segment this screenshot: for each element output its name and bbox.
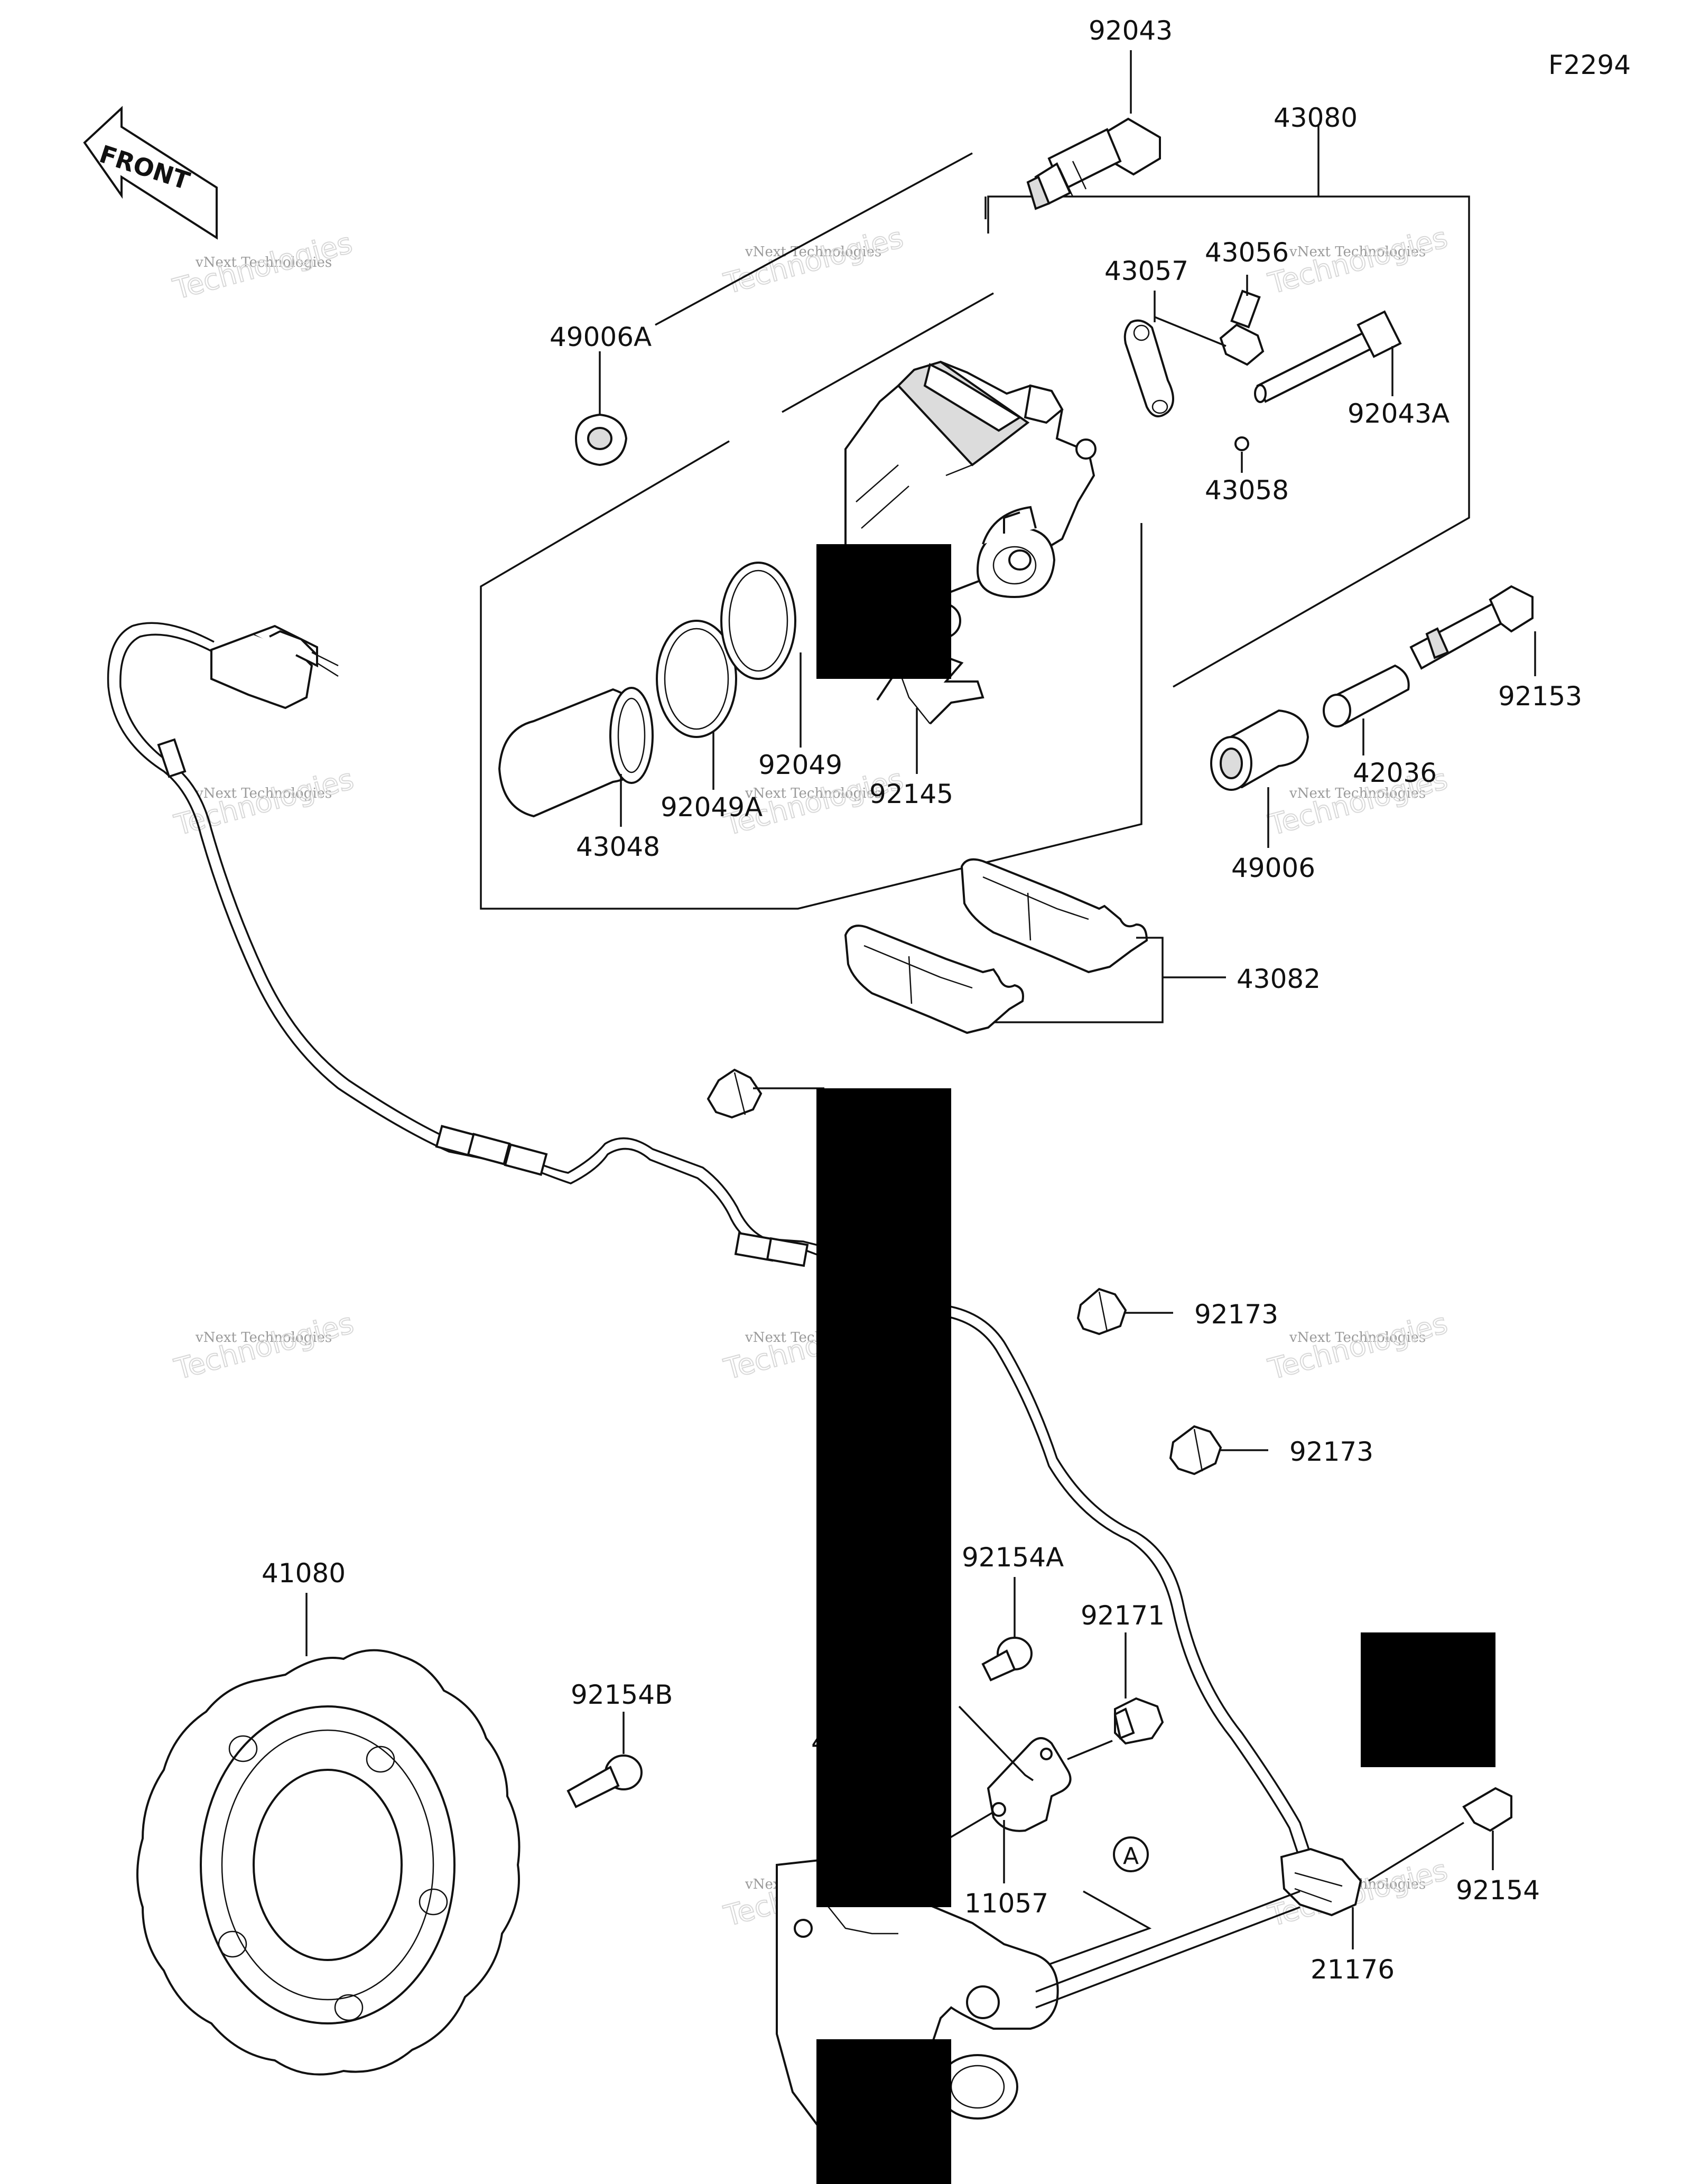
bolt-92043 [1026,117,1161,210]
seal-92049A [656,620,737,738]
figure-code: F2294 [1548,50,1631,80]
label-92153: 92153 [1498,681,1582,712]
label-43056: 43056 [1205,237,1289,268]
label-92049: 92049 [758,750,842,780]
clamp-92173-b [1169,1425,1268,1476]
bolt-92154B [566,1754,643,1808]
cap-43057 [1123,319,1174,417]
watermark-outline: Technologies [171,1306,357,1386]
watermark-outline: Technologies [720,221,906,301]
watermark-text: vNext Technologies [1289,244,1426,260]
watermark-outline: Technologies [1265,221,1451,301]
watermark-text: vNext Technologies [1289,786,1426,801]
label-92043A: 92043A [1348,398,1450,429]
redaction-block [816,2039,951,2184]
label-92154A: 92154A [962,1542,1064,1573]
label-49006: 49006 [1231,853,1315,883]
ring-43058 [1234,436,1249,451]
label-43048: 43048 [576,832,660,862]
clamp-92173-a [1076,1287,1173,1336]
watermark-text: vNext Technologies [195,1330,332,1346]
circle-marker-a-bottom: A [1046,1836,1152,1966]
caliper-assembly-outline [480,152,1470,910]
bolt-92154A [981,1637,1033,1682]
piston-43048 [498,687,654,818]
abs-sensor-21176 [1280,1847,1362,1917]
label-49006A: 49006A [550,322,652,352]
redaction-block [816,1088,951,1907]
brake-pads-43082 [844,858,1226,1034]
seal-92049 [720,562,796,680]
watermark-text: vNext Technologies [745,786,881,801]
brake-caliper-body [844,360,1097,599]
bleeder-screw-43056 [1219,290,1265,366]
label-92145: 92145 [869,779,953,809]
bolt-92154 [1368,1787,1512,1882]
leader-lines [305,50,1536,1949]
bracket-leader-lines [958,1705,1034,1781]
label-92173-a: 92173 [1194,1299,1278,1330]
part-labels: 92043 43080 43057 43056 49006A 92043A 43… [262,15,1582,1985]
abs-sensor-wire [107,622,1312,1860]
pin-92043A [1254,310,1402,403]
sleeve-42036 [1323,664,1410,727]
watermark-text: vNext Technologies [745,244,881,260]
label-43058: 43058 [1205,475,1289,506]
clamp-92171 [1113,1697,1164,1745]
watermark-text: vNext Technologies [195,786,332,801]
label-92154: 92154 [1456,1875,1540,1906]
label-92171: 92171 [1081,1600,1165,1631]
label-92154B: 92154B [571,1679,673,1710]
connector-icon [210,624,339,710]
boot-49006 [1210,709,1309,791]
watermark-text: vNext Technologies [1289,1330,1426,1346]
bracket-leader-line [1067,1740,1113,1760]
circle-marker-label: A [1123,1843,1139,1870]
front-arrow-icon: FRONT [83,106,218,240]
label-92173-b: 92173 [1289,1436,1373,1467]
bolt-92153 [1409,585,1534,670]
bracket-11057 [987,1737,1072,1832]
label-42036: 42036 [1353,758,1437,788]
redaction-block [816,544,951,679]
redaction-block [1361,1632,1495,1767]
boot-49006A [574,413,628,466]
brake-disc-41080 [136,1649,521,2076]
label-41080: 41080 [262,1558,346,1589]
label-43082: 43082 [1237,964,1321,994]
label-92049A: 92049A [661,792,763,823]
bracket-leader-line [948,1811,994,1840]
watermark-outline: Technologies [1265,1306,1451,1386]
label-43057: 43057 [1104,256,1188,286]
watermark-text: vNext Technologies [195,255,332,270]
label-92043: 92043 [1089,15,1173,46]
label-21176: 21176 [1311,1954,1395,1985]
clamp-icon [707,1068,824,1119]
label-43080: 43080 [1274,102,1358,133]
label-11057: 11057 [964,1888,1048,1919]
